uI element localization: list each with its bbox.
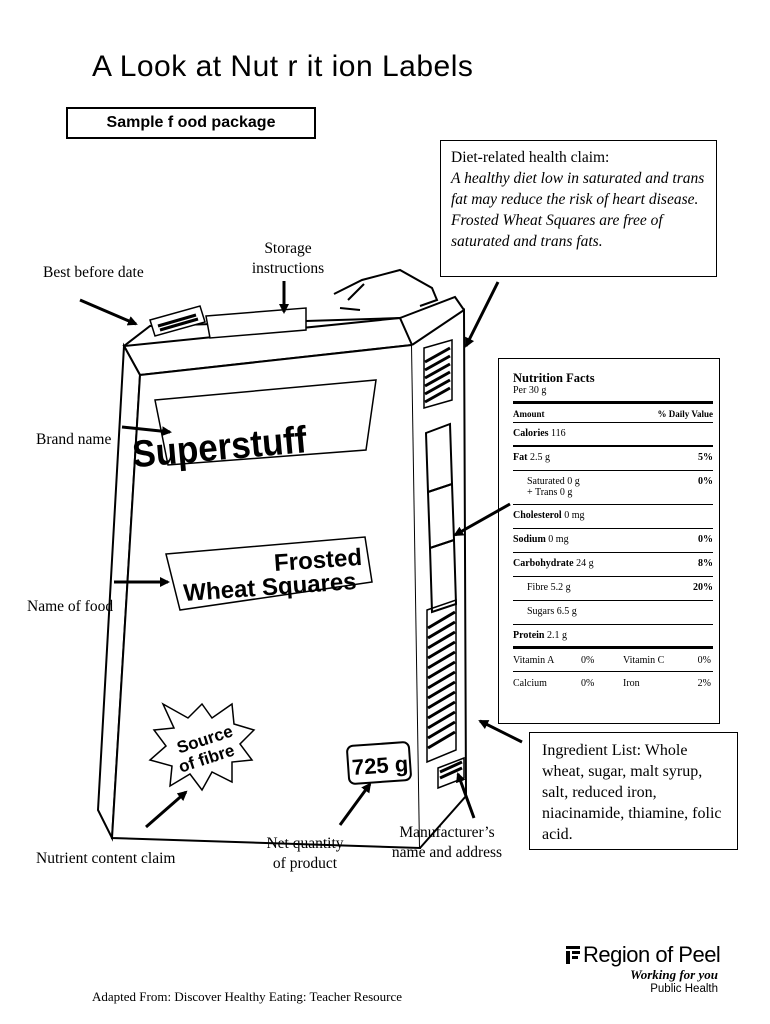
nf-row-sugars: Sugars 6.5 g bbox=[513, 601, 713, 625]
nf-col-amount: Amount bbox=[513, 409, 545, 419]
nf-row-cholesterol: Cholesterol 0 mg bbox=[513, 505, 713, 529]
nf-vitamin-c-dv: 0% bbox=[697, 654, 711, 666]
net-quantity-line1: Net quantity bbox=[266, 835, 344, 852]
manufacturer-line2: name and address bbox=[391, 844, 503, 861]
health-claim-heading: Diet-related health claim: bbox=[451, 149, 610, 166]
nf-iron-dv: 2% bbox=[697, 677, 711, 689]
nf-calories-value: 116 bbox=[551, 428, 566, 439]
page-title: A Look at Nut r it ion Labels bbox=[92, 50, 474, 83]
weight-text: 725 g bbox=[351, 751, 409, 780]
peel-mark-icon bbox=[566, 946, 580, 964]
nutrient-claim-label: Nutrient content claim bbox=[36, 850, 176, 867]
footer-source: Adapted From: Discover Healthy Eating: T… bbox=[92, 989, 403, 1004]
storage-label-line1: Storage bbox=[264, 240, 312, 257]
nf-sodium-label: Sodium bbox=[513, 534, 546, 545]
net-quantity-line2: of product bbox=[272, 855, 338, 872]
logo-name-text: Region of Peel bbox=[583, 942, 721, 967]
nf-serving: Per 30 g bbox=[513, 385, 547, 396]
nf-cholesterol-label: Cholesterol bbox=[513, 510, 562, 521]
logo-tagline: Working for you bbox=[630, 967, 718, 982]
storage-label: Storage instructions bbox=[238, 239, 338, 279]
product-line1-text: Frosted bbox=[273, 544, 363, 577]
nf-row-fibre: Fibre 5.2 g 20% bbox=[513, 577, 713, 601]
ingredient-list-box: Ingredient List: Whole wheat, sugar, mal… bbox=[529, 732, 738, 850]
nf-row-vitamins: Vitamin A 0% Vitamin C 0% bbox=[513, 649, 713, 672]
nf-iron: Iron bbox=[623, 677, 640, 689]
nf-fat-value: 2.5 g bbox=[529, 452, 550, 463]
nf-protein-label: Protein bbox=[513, 630, 545, 641]
nf-vitamin-c: Vitamin C bbox=[623, 654, 665, 666]
storage-label-line2: instructions bbox=[251, 260, 325, 277]
nf-title: Nutrition Facts bbox=[513, 371, 595, 385]
nf-col-dv: % Daily Value bbox=[657, 409, 713, 419]
name-of-food-label: Name of food bbox=[27, 598, 114, 615]
nf-sat-trans-dv: 0% bbox=[698, 476, 713, 487]
region-of-peel-logo: Region of Peel Working for you Public He… bbox=[566, 942, 726, 995]
nf-fat-label: Fat bbox=[513, 452, 528, 463]
nf-protein-value: 2.1 g bbox=[546, 630, 567, 641]
nf-sugars: Sugars 6.5 g bbox=[527, 606, 577, 617]
sample-package-label: Sample f ood package bbox=[66, 107, 316, 139]
nf-calcium-dv: 0% bbox=[581, 677, 595, 689]
nf-vitamin-a-dv: 0% bbox=[581, 654, 595, 666]
nf-row-calories: Calories 116 bbox=[513, 423, 713, 447]
nf-vitamin-a: Vitamin A bbox=[513, 654, 555, 666]
logo-name: Region of Peel bbox=[566, 942, 726, 968]
manufacturer-line1: Manufacturer’s bbox=[399, 824, 495, 841]
nf-sodium-dv: 0% bbox=[698, 534, 713, 545]
brand-name-label: Brand name bbox=[36, 431, 112, 448]
manufacturer-label: Manufacturer’s name and address bbox=[380, 823, 514, 863]
nf-fibre-dv: 20% bbox=[693, 582, 713, 593]
nf-sodium-value: 0 mg bbox=[548, 534, 569, 545]
nf-carb-dv: 8% bbox=[698, 558, 713, 569]
logo-department: Public Health bbox=[650, 983, 718, 995]
nf-carb-label: Carbohydrate bbox=[513, 558, 574, 569]
net-quantity-label: Net quantity of product bbox=[250, 834, 360, 874]
best-before-label: Best before date bbox=[43, 264, 144, 281]
nf-fibre: Fibre 5.2 g bbox=[527, 582, 571, 593]
nf-row-fat: Fat 2.5 g 5% bbox=[513, 447, 713, 471]
nf-calcium: Calcium bbox=[513, 677, 547, 689]
nf-row-minerals: Calcium 0% Iron 2% bbox=[513, 672, 713, 694]
nf-header-row: Amount % Daily Value bbox=[513, 401, 713, 423]
nf-row-sat-trans: Saturated 0 g+ Trans 0 g 0% bbox=[513, 471, 713, 505]
nf-trans: + Trans 0 g bbox=[527, 487, 573, 498]
nutrition-facts-table: Nutrition Facts Per 30 g Amount % Daily … bbox=[498, 358, 720, 724]
health-claim-text: A healthy diet low in saturated and tran… bbox=[451, 170, 705, 250]
health-claim-box: Diet-related health claim: A healthy die… bbox=[440, 140, 717, 277]
nf-calories-label: Calories bbox=[513, 428, 549, 439]
nf-carb-value: 24 g bbox=[576, 558, 594, 569]
nf-saturated: Saturated 0 g bbox=[527, 476, 580, 487]
nf-cholesterol-value: 0 mg bbox=[564, 510, 585, 521]
nf-row-carbohydrate: Carbohydrate 24 g 8% bbox=[513, 553, 713, 577]
nf-fat-dv: 5% bbox=[698, 452, 713, 463]
nf-row-sodium: Sodium 0 mg 0% bbox=[513, 529, 713, 553]
nf-row-protein: Protein 2.1 g bbox=[513, 625, 713, 649]
